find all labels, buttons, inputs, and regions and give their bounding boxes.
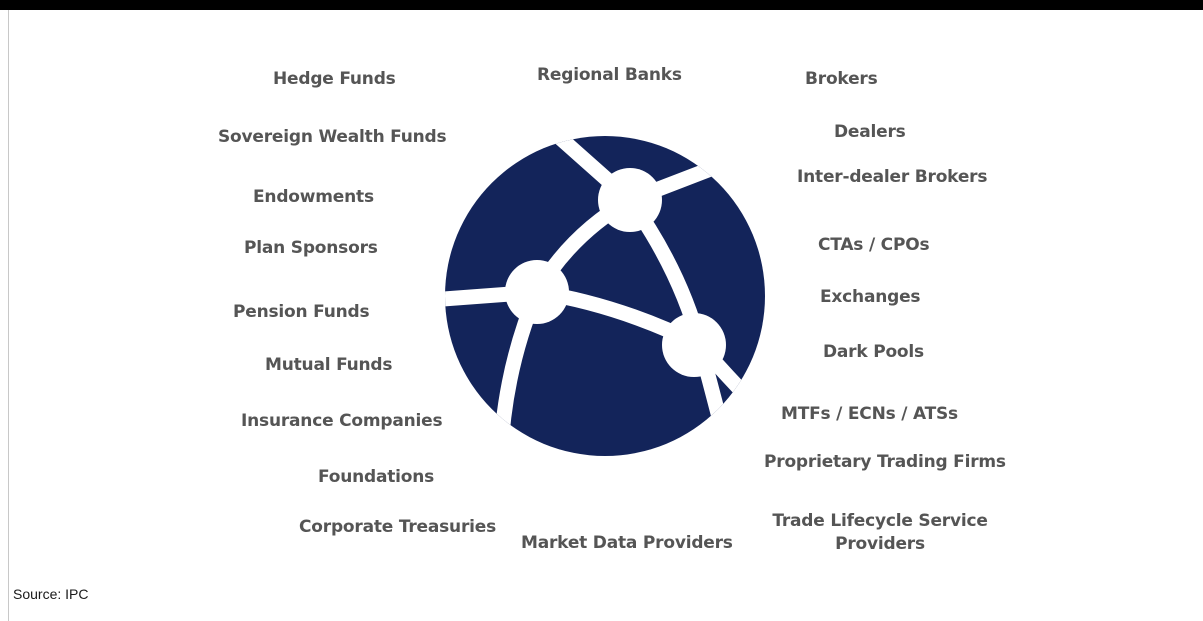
label-dark-pools: Dark Pools xyxy=(823,342,924,362)
label-dealers: Dealers xyxy=(834,122,906,142)
source-note: Source: IPC xyxy=(13,586,89,602)
label-proprietary-trading-firms: Proprietary Trading Firms xyxy=(764,452,1006,472)
label-mutual-funds: Mutual Funds xyxy=(265,355,393,375)
label-corporate-treasuries: Corporate Treasuries xyxy=(299,517,497,537)
label-foundations: Foundations xyxy=(318,467,435,487)
left-border xyxy=(8,10,9,621)
label-brokers: Brokers xyxy=(805,69,878,89)
label-sovereign-wealth-funds: Sovereign Wealth Funds xyxy=(218,127,447,147)
label-ctas-cpos: CTAs / CPOs xyxy=(818,235,930,255)
label-hedge-funds: Hedge Funds xyxy=(273,69,396,89)
label-exchanges: Exchanges xyxy=(820,287,921,307)
globe-circle xyxy=(445,136,765,456)
label-pension-funds: Pension Funds xyxy=(233,302,370,322)
label-trade-lifecycle-service-providers: Trade Lifecycle Service Providers xyxy=(772,511,988,554)
label-insurance-companies: Insurance Companies xyxy=(241,411,443,431)
label-inter-dealer-brokers: Inter-dealer Brokers xyxy=(797,167,988,187)
network-node xyxy=(598,168,662,232)
label-regional-banks: Regional Banks xyxy=(537,65,682,85)
label-plan-sponsors: Plan Sponsors xyxy=(244,238,378,258)
network-node xyxy=(505,260,569,324)
header-bar xyxy=(0,0,1203,10)
label-mtfs-ecns-atss: MTFs / ECNs / ATSs xyxy=(781,404,958,424)
label-market-data-providers: Market Data Providers xyxy=(521,533,733,553)
label-endowments: Endowments xyxy=(253,187,374,207)
network-node xyxy=(662,313,726,377)
